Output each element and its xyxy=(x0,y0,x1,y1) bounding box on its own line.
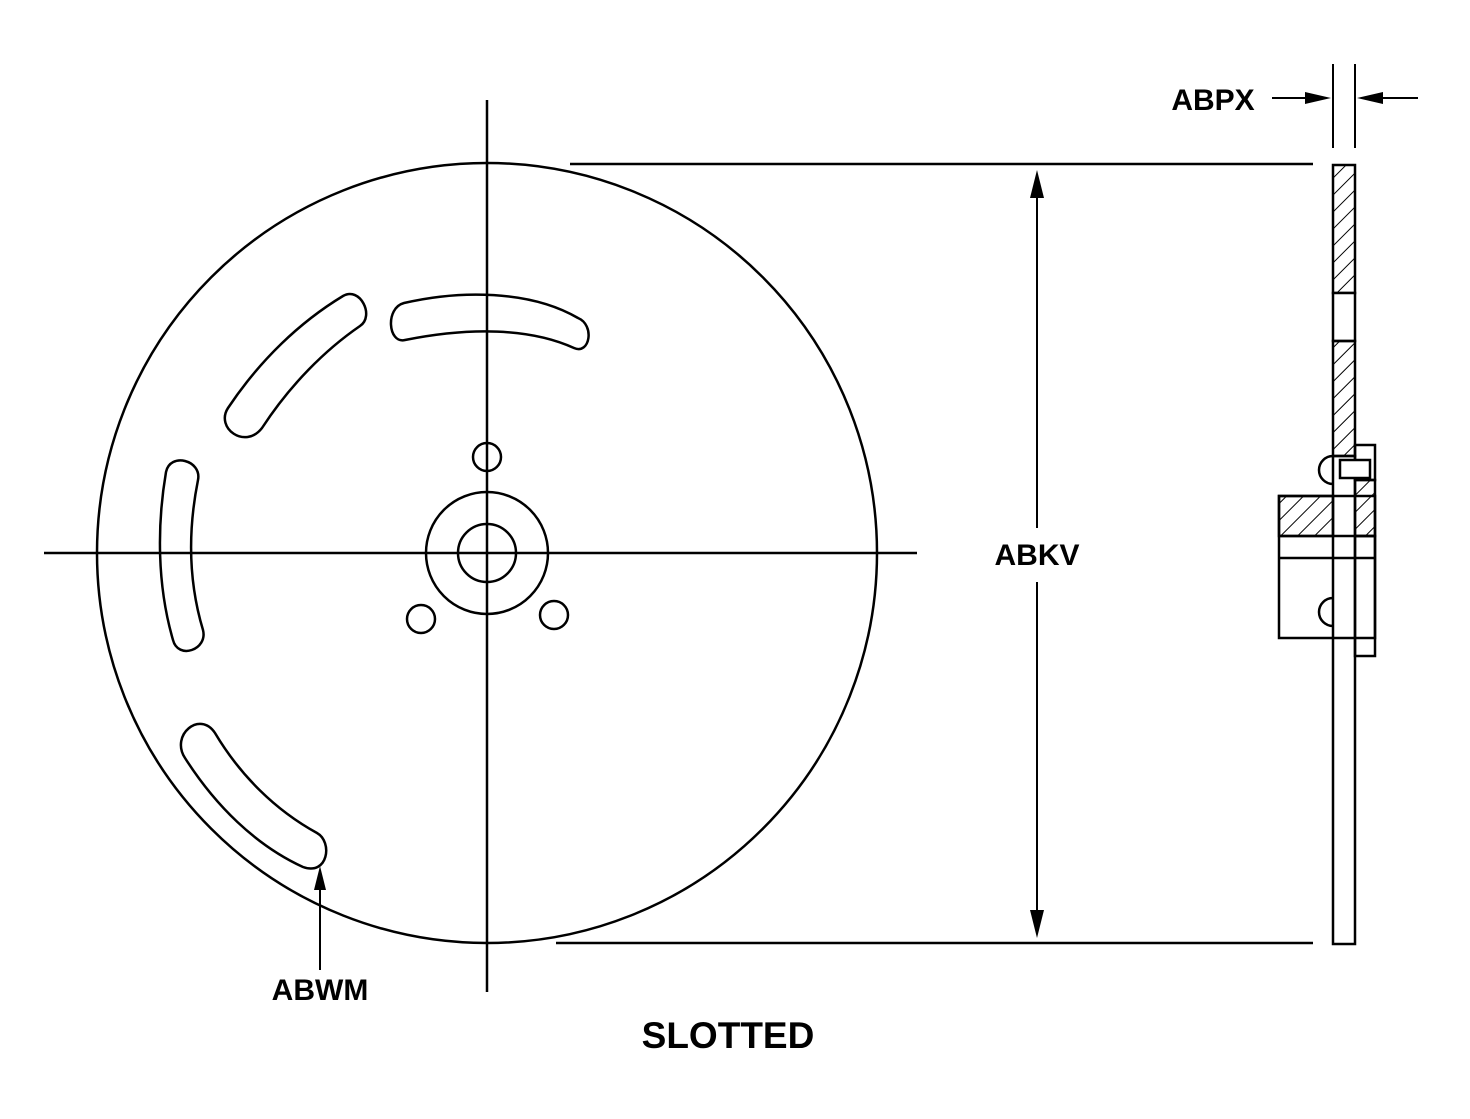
bolt-head xyxy=(1338,458,1372,480)
disc-section-mid-hatched xyxy=(1331,339,1357,458)
arrowhead-up xyxy=(1030,170,1044,198)
bolt-hole-top xyxy=(471,441,503,473)
disc-section-slot-gap xyxy=(1331,291,1357,343)
side-view: ABPX xyxy=(1171,64,1418,946)
hub-hatched-right xyxy=(1353,478,1377,538)
bolt-hole-section-lower xyxy=(1317,596,1334,628)
disc-section-upper-hatched xyxy=(1331,163,1357,295)
diameter-dimension-label: ABKV xyxy=(994,539,1079,572)
disc-section-lower xyxy=(1331,454,1357,946)
slot-left xyxy=(158,459,205,652)
slot-leader-arrowhead xyxy=(314,866,326,890)
hub-hatched-left xyxy=(1277,494,1335,538)
arrowhead-down xyxy=(1030,910,1044,938)
hub-bore xyxy=(456,522,518,584)
slot-lower-left xyxy=(179,722,328,870)
slot-upper-left xyxy=(223,292,368,439)
thickness-arrowhead-right xyxy=(1357,92,1383,104)
slot-dimension-label: ABWM xyxy=(272,974,369,1007)
bolt-hole-lower-right xyxy=(538,599,570,631)
thickness-dimension-label: ABPX xyxy=(1171,84,1254,117)
hub-outer-ring xyxy=(424,490,550,616)
diameter-dimension: ABKV xyxy=(556,162,1313,945)
slot-top xyxy=(389,293,590,351)
front-view: ABWM xyxy=(44,100,917,1007)
thickness-arrowhead-left xyxy=(1305,92,1331,104)
bolt-hole-lower-left xyxy=(405,603,437,635)
bolt-hole-section-upper xyxy=(1317,454,1334,486)
drawing-caption: SLOTTED xyxy=(642,1015,815,1056)
